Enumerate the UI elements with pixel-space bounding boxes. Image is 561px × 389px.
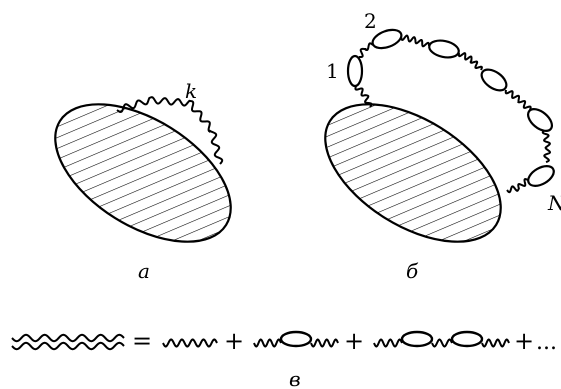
loop-label-1: 1 [326, 59, 339, 83]
caption-a: а [138, 259, 150, 283]
bare-propagator [310, 338, 339, 348]
dyson-equation [11, 330, 510, 351]
bare-propagator [162, 338, 218, 348]
photon-segment [354, 85, 373, 108]
bare-propagator [481, 338, 510, 348]
photon-bubble-chain [346, 28, 555, 194]
polarization-loop [428, 39, 460, 59]
hatched-blob-b [324, 103, 502, 243]
loop-label-n: N [547, 191, 561, 215]
bare-propagator [373, 338, 403, 348]
photon-segment [358, 42, 374, 59]
polarization-loop [400, 330, 434, 348]
plus-sign-3: + [514, 327, 534, 355]
equals-sign: = [132, 327, 152, 355]
polarization-loop [450, 330, 484, 348]
caption-c: в [289, 367, 301, 389]
photon-segment [504, 89, 532, 111]
photon-segment [541, 129, 552, 163]
polarization-loop [480, 68, 508, 92]
plus-sign-2: + [344, 327, 364, 355]
dressed-propagator-line [11, 333, 125, 343]
caption-b: б [406, 259, 419, 283]
plus-sign-1: + [224, 327, 244, 355]
photon-segment [400, 34, 430, 48]
polarization-loop [371, 28, 403, 50]
photon-label-k: k [185, 79, 197, 103]
polarization-loop [527, 165, 555, 187]
polarization-loop [527, 108, 553, 132]
photon-segment [506, 178, 529, 194]
photon-segment [457, 52, 483, 71]
polarization-loop [346, 54, 364, 88]
panel-c: = + + + ... в [11, 327, 557, 389]
panel-b: 1 2 N б [324, 9, 561, 283]
bare-propagator [431, 338, 453, 348]
dressed-propagator-line [11, 341, 125, 351]
ellipsis: ... [536, 330, 557, 355]
panel-a: k а [54, 79, 232, 283]
hatched-blob-a [54, 103, 232, 243]
loop-label-2: 2 [364, 9, 377, 33]
bare-propagator [253, 338, 282, 348]
polarization-loop [279, 330, 313, 348]
photon-line-a [116, 96, 224, 165]
